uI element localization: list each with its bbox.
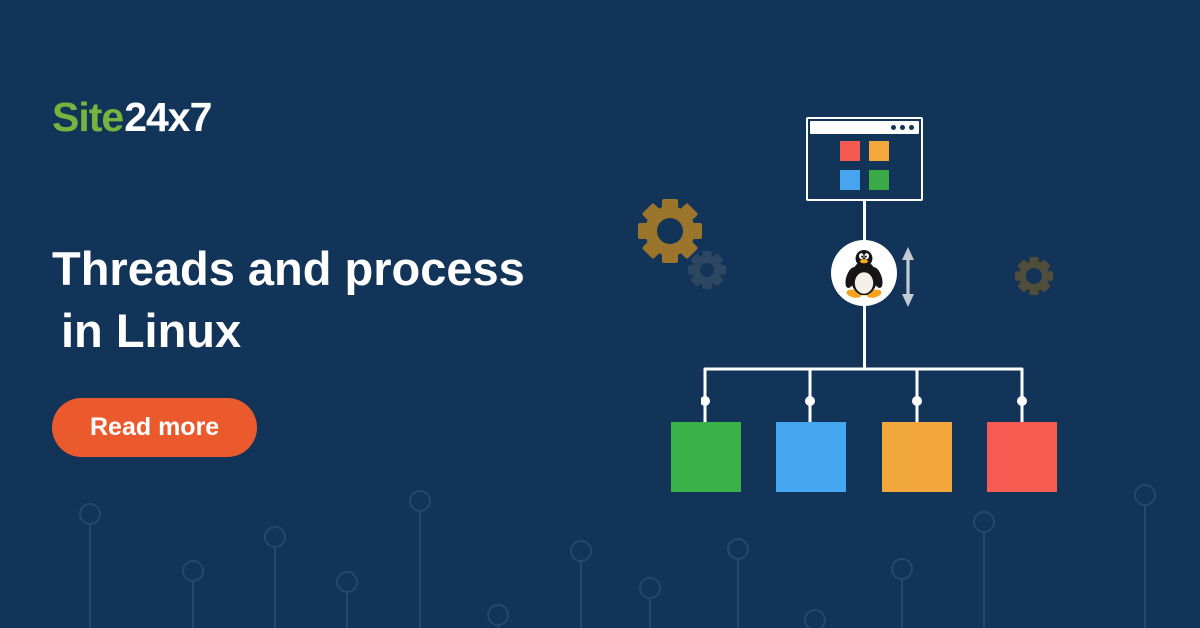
process-node-blue — [776, 422, 846, 492]
process-node-green — [671, 422, 741, 492]
tile-green — [869, 170, 889, 190]
browser-titlebar — [810, 121, 919, 134]
window-dot-icon — [900, 125, 905, 130]
linux-mascot-badge — [831, 240, 897, 306]
tile-orange — [869, 141, 889, 161]
connector-window-to-tux — [862, 200, 866, 241]
read-more-button[interactable]: Read more — [52, 398, 258, 457]
browser-window-icon — [806, 117, 923, 201]
window-dot-icon — [891, 125, 896, 130]
logo-part-24x7: 24x7 — [124, 94, 212, 140]
process-node-red — [987, 422, 1057, 492]
tile-red — [840, 141, 860, 161]
tux-penguin-icon — [845, 250, 883, 298]
connector-tux-to-tree — [862, 305, 866, 368]
process-node-orange — [882, 422, 952, 492]
page-title: Threads and process in Linux — [52, 238, 525, 362]
site24x7-logo[interactable]: Site24x7 — [52, 94, 212, 140]
title-line-2: in Linux — [61, 304, 242, 357]
logo-part-site: Site — [52, 94, 124, 140]
window-dot-icon — [909, 125, 914, 130]
title-line-1: Threads and process — [52, 242, 525, 295]
process-tree-connector — [701, 367, 1027, 422]
window-tile-grid — [810, 141, 919, 190]
tile-blue — [840, 170, 860, 190]
vertical-resize-arrow-icon — [902, 247, 914, 307]
